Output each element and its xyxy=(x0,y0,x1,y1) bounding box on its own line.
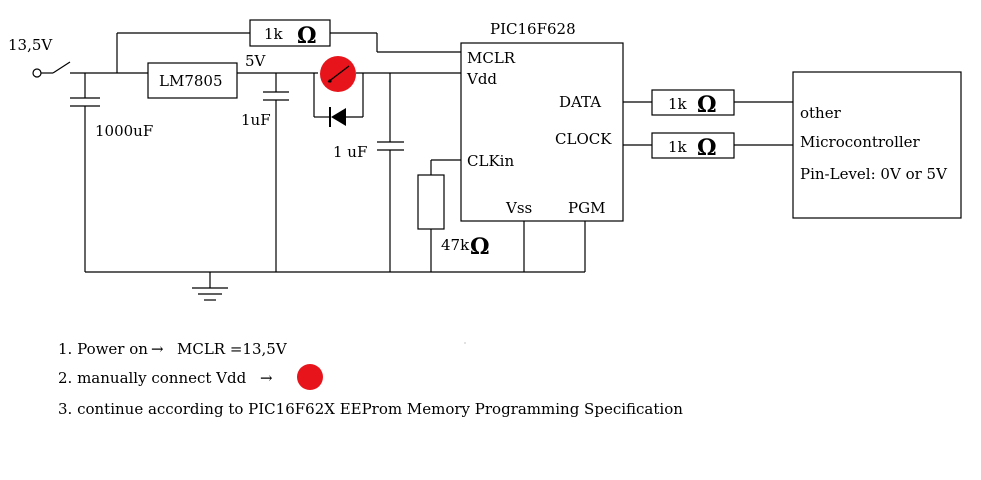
other-label-line3: Pin-Level: 0V or 5V xyxy=(800,165,948,183)
other-label-line1: other xyxy=(800,104,842,122)
pin-clkin: CLKin xyxy=(467,152,514,170)
capacitor-1uf-out-label: 1uF xyxy=(241,111,271,129)
capacitor-1uf-vdd-label: 1 uF xyxy=(333,143,367,161)
pic16f628-chip xyxy=(460,42,624,222)
diode xyxy=(313,73,364,127)
note-step-2: 2. manually connect Vdd xyxy=(58,369,247,387)
capacitor-1uf-vdd xyxy=(377,73,404,272)
resistor-1k-mclr-value: 1k xyxy=(264,25,284,43)
pin-pgm: PGM xyxy=(568,199,605,217)
ohm-symbol: Ω xyxy=(470,234,490,260)
resistor-1k-data-value: 1k xyxy=(668,95,688,113)
pin-vdd: Vdd xyxy=(466,70,497,88)
supply-terminal xyxy=(32,68,42,78)
resistor-1k-data xyxy=(651,89,735,116)
other-label-line2: Microcontroller xyxy=(800,133,921,151)
vdd-manual-switch xyxy=(320,56,356,92)
pin-vss: Vss xyxy=(505,199,532,217)
ground-symbol xyxy=(192,272,228,301)
note-arrow-2: → xyxy=(260,369,273,387)
note-red-button xyxy=(297,364,323,390)
regulator-label: LM7805 xyxy=(159,72,223,90)
note-arrow-1: → xyxy=(151,340,164,358)
ohm-symbol: Ω xyxy=(297,23,317,49)
resistor-1k-clock xyxy=(651,132,735,159)
capacitor-1uf-out xyxy=(263,73,289,272)
regulator-lm7805 xyxy=(147,62,238,99)
ohm-symbol: Ω xyxy=(697,92,717,118)
resistor-47k xyxy=(417,174,445,230)
ohm-symbol: Ω xyxy=(697,135,717,161)
power-switch xyxy=(52,61,71,74)
resistor-1k-mclr xyxy=(249,19,331,47)
resistor-47k-value: 47k xyxy=(441,236,470,254)
note-step-3: 3. continue according to PIC16F62X EEPro… xyxy=(58,400,683,418)
regulator-output-label: 5V xyxy=(245,52,267,70)
supply-voltage-label: 13,5V xyxy=(8,36,53,54)
capacitor-1000uf xyxy=(70,73,100,272)
pin-mclr: MCLR xyxy=(467,49,516,67)
other-microcontroller-box xyxy=(792,71,962,219)
chip-label: PIC16F628 xyxy=(490,20,576,38)
pin-clock: CLOCK xyxy=(555,130,612,148)
note-step-1-detail: MCLR =13,5V xyxy=(177,340,288,358)
capacitor-1000uf-label: 1000uF xyxy=(95,122,153,140)
resistor-1k-clock-value: 1k xyxy=(668,138,688,156)
pin-data: DATA xyxy=(559,93,601,111)
note-step-1: 1. Power on xyxy=(58,340,148,358)
